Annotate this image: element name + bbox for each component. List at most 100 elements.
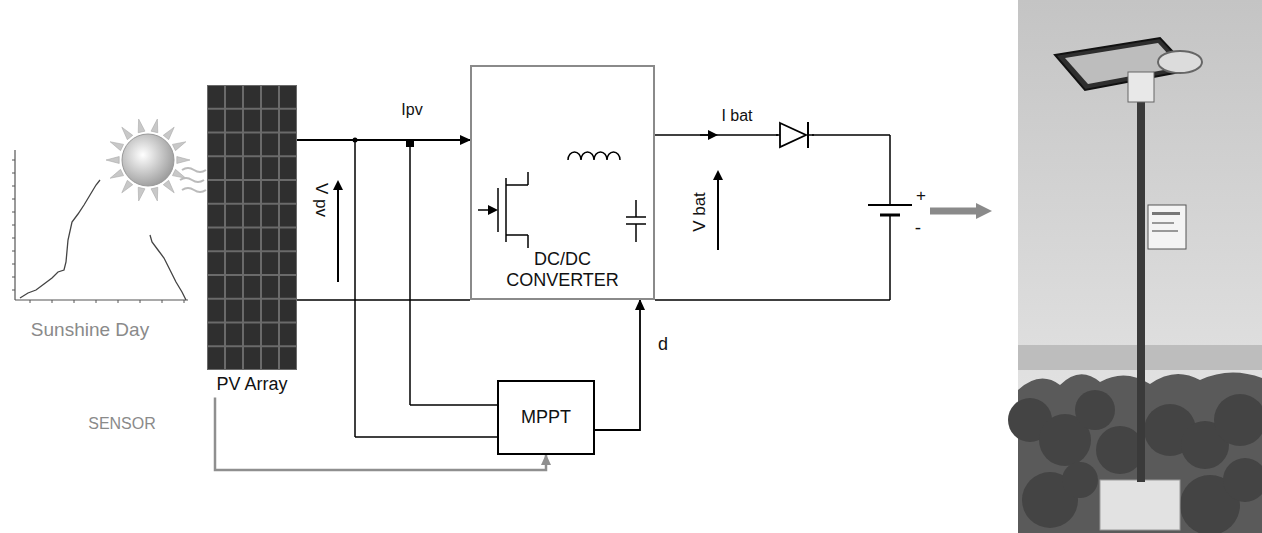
wire-part [354, 140, 356, 437]
mosfet-symbol-part [505, 178, 507, 242]
pv-panel-part [280, 229, 296, 251]
pv-panel-part [262, 86, 278, 108]
street-lamp-photo-part [1152, 222, 1174, 224]
diode-symbol [776, 122, 814, 148]
pv-panel-part [244, 86, 260, 108]
street-lamp-photo-part [1100, 480, 1180, 530]
street-lamp-photo-part-part [1075, 390, 1115, 430]
pv-panel-part [226, 134, 242, 156]
wire-part [409, 143, 411, 405]
pv-panel-part [207, 85, 297, 370]
pv-panel-part [280, 181, 296, 203]
sun-icon-part-part [151, 119, 158, 133]
pv-panel-part [226, 157, 242, 179]
irradiance-chart-part-part [12, 290, 15, 291]
mosfet-symbol-part [506, 184, 528, 186]
pv-panel-part [208, 229, 224, 251]
street-lamp-photo-part [1128, 72, 1154, 102]
polarity-mark: + [916, 186, 926, 206]
street-lamp-photo-part [1008, 390, 1262, 533]
signal-name: V bat [690, 192, 710, 232]
street-lamp-photo-part [1152, 230, 1178, 232]
irradiance-chart-part-part [74, 300, 75, 303]
pv-panel-part [262, 157, 278, 179]
junction-dot [353, 138, 415, 148]
pv-panel-part [262, 252, 278, 274]
irradiance-chart-part-part [12, 264, 15, 265]
current-arrow [700, 134, 716, 136]
pv-panel-part [280, 157, 296, 179]
pv-panel-part [244, 276, 260, 298]
pv-panel-part [280, 324, 296, 346]
street-lamp-photo-part [1137, 90, 1145, 482]
pv-panel-part [262, 110, 278, 132]
node-label: DC/DC CONVERTER [506, 249, 619, 292]
sun-icon-part-part [172, 169, 185, 178]
pv-panel-part [208, 110, 224, 132]
street-lamp-photo-part-part [1096, 426, 1144, 474]
pv-panel-part [226, 205, 242, 227]
street-lamp-photo [1008, 0, 1262, 533]
capacitor-symbol-part [635, 200, 637, 217]
pv-panel-part [208, 300, 224, 322]
irradiance-chart-part [150, 235, 186, 300]
irradiance-chart-part-part [12, 173, 15, 174]
pv-panel-part [226, 229, 242, 251]
sun-icon-part [180, 178, 204, 182]
irradiance-chart-part-part [12, 199, 15, 200]
pv-panel-part [280, 300, 296, 322]
pv-panel-part [226, 324, 242, 346]
sun-icon-part-part [110, 142, 123, 151]
pv-panel-part [226, 110, 242, 132]
irradiance-chart-part-part [52, 300, 53, 303]
irradiance-chart-part-part [12, 225, 15, 226]
pv-panel-part [280, 347, 296, 369]
mosfet-symbol-part [506, 234, 528, 236]
sun-icon-part-part [151, 187, 158, 201]
street-lamp-photo-part-part [1214, 394, 1262, 446]
signal-wire [595, 300, 640, 430]
pv-panel-part [244, 157, 260, 179]
pv-panel-part [208, 86, 224, 108]
chart-caption: Sunshine Day [31, 319, 149, 342]
pv-panel-part [226, 86, 242, 108]
sun-icon-part-part [138, 119, 145, 133]
irradiance-chart-part-part [12, 186, 15, 187]
wire-part [297, 299, 470, 301]
pv-panel-part [262, 229, 278, 251]
pv-panel-part [208, 134, 224, 156]
pv-panel-part [226, 252, 242, 274]
wire-part [889, 135, 891, 205]
mosfet-symbol-part [478, 209, 496, 211]
capacitor-symbol-part [626, 216, 646, 218]
pv-panel-part [226, 300, 242, 322]
mosfet-symbol-part [527, 172, 529, 185]
pv-panel-part [280, 86, 296, 108]
diode-symbol-part [808, 134, 814, 136]
pv-panel [207, 85, 297, 370]
irradiance-chart-part-part [12, 277, 15, 278]
diode-symbol-part [780, 123, 806, 147]
sun-icon-part [122, 134, 174, 186]
pv-panel-part [244, 110, 260, 132]
irradiance-chart-part-part [140, 300, 141, 303]
inductor-symbol [568, 152, 620, 160]
pv-panel-part [244, 229, 260, 251]
inductor-symbol-part [568, 152, 620, 160]
sun-icon-part [182, 168, 206, 172]
converter-text-area: DC/DC CONVERTER [472, 249, 653, 292]
node-label: MPPT [521, 407, 571, 429]
pv-panel-part [244, 205, 260, 227]
signal-name: d [656, 334, 670, 356]
mosfet-symbol-part [497, 188, 499, 232]
pv-panel-part [280, 276, 296, 298]
pv-panel-part [280, 110, 296, 132]
sun-icon-part-part [163, 127, 174, 139]
pv-panel-part [226, 276, 242, 298]
signal-name: V pv [311, 183, 331, 217]
pv-panel-part [244, 252, 260, 274]
pv-panel-part [208, 205, 224, 227]
diode-symbol-part [776, 134, 780, 136]
